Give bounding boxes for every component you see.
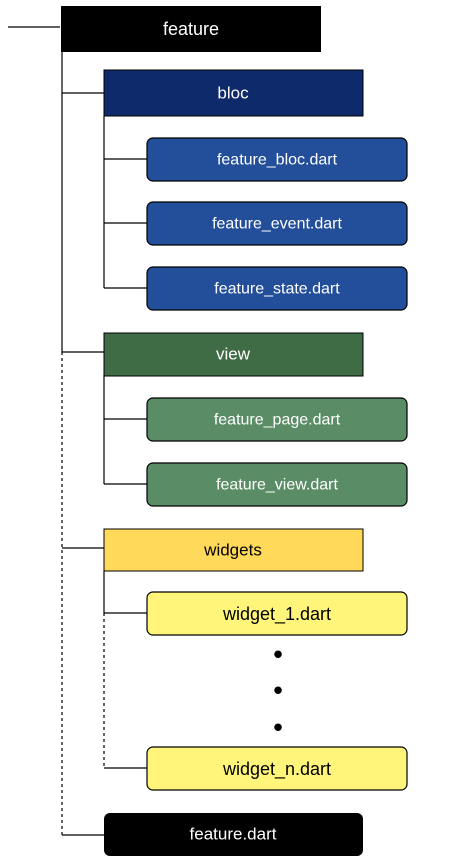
node-view-label: view xyxy=(216,345,251,364)
node-feature: feature xyxy=(61,6,321,52)
node-widget-1-dart: widget_1.dart xyxy=(146,591,408,636)
node-feature-bloc-dart: feature_bloc.dart xyxy=(146,137,408,182)
node-feature-dart-box xyxy=(104,813,363,856)
node-feature-state-box xyxy=(146,266,408,311)
node-feature-event-label: feature_event.dart xyxy=(212,216,342,233)
node-feature-event-box xyxy=(146,201,408,246)
node-feature-label: feature xyxy=(163,19,219,39)
node-feature-dart: feature.dart xyxy=(104,813,363,856)
node-feature-view-label: feature_view.dart xyxy=(216,477,338,494)
node-feature-bloc-box xyxy=(146,137,408,182)
node-widget-n-label: widget_n.dart xyxy=(222,759,331,780)
node-widgets-label: widgets xyxy=(203,541,262,560)
node-view: view xyxy=(103,332,364,377)
ellipsis-dot: • xyxy=(270,677,285,707)
ellipsis-dot: • xyxy=(270,714,285,744)
node-feature-state-label: feature_state.dart xyxy=(214,281,340,298)
node-widget-n-box xyxy=(146,746,408,791)
node-feature-view-box xyxy=(146,462,408,507)
node-bloc-box xyxy=(103,69,364,117)
node-feature-page-box xyxy=(146,397,408,442)
node-feature-event-dart: feature_event.dart xyxy=(146,201,408,246)
node-feature-state-dart: feature_state.dart xyxy=(146,266,408,311)
connectors xyxy=(8,26,147,836)
node-widgets-box xyxy=(103,528,364,572)
node-bloc: bloc xyxy=(103,69,364,117)
ellipsis-dot: • xyxy=(270,641,285,671)
node-bloc-label: bloc xyxy=(217,84,249,103)
node-widget-n-dart: widget_n.dart xyxy=(146,746,408,791)
node-feature-page-label: feature_page.dart xyxy=(214,412,341,429)
node-feature-page-dart: feature_page.dart xyxy=(146,397,408,442)
node-view-box xyxy=(103,332,364,377)
node-feature-dart-label: feature.dart xyxy=(190,825,277,844)
node-feature-bloc-label: feature_bloc.dart xyxy=(217,152,338,169)
node-feature-view-dart: feature_view.dart xyxy=(146,462,408,507)
node-widget-1-box xyxy=(146,591,408,636)
node-widget-1-label: widget_1.dart xyxy=(222,604,331,625)
ellipsis-dots: • • • xyxy=(270,641,285,744)
node-widgets: widgets xyxy=(103,528,364,572)
node-feature-box xyxy=(61,6,321,52)
